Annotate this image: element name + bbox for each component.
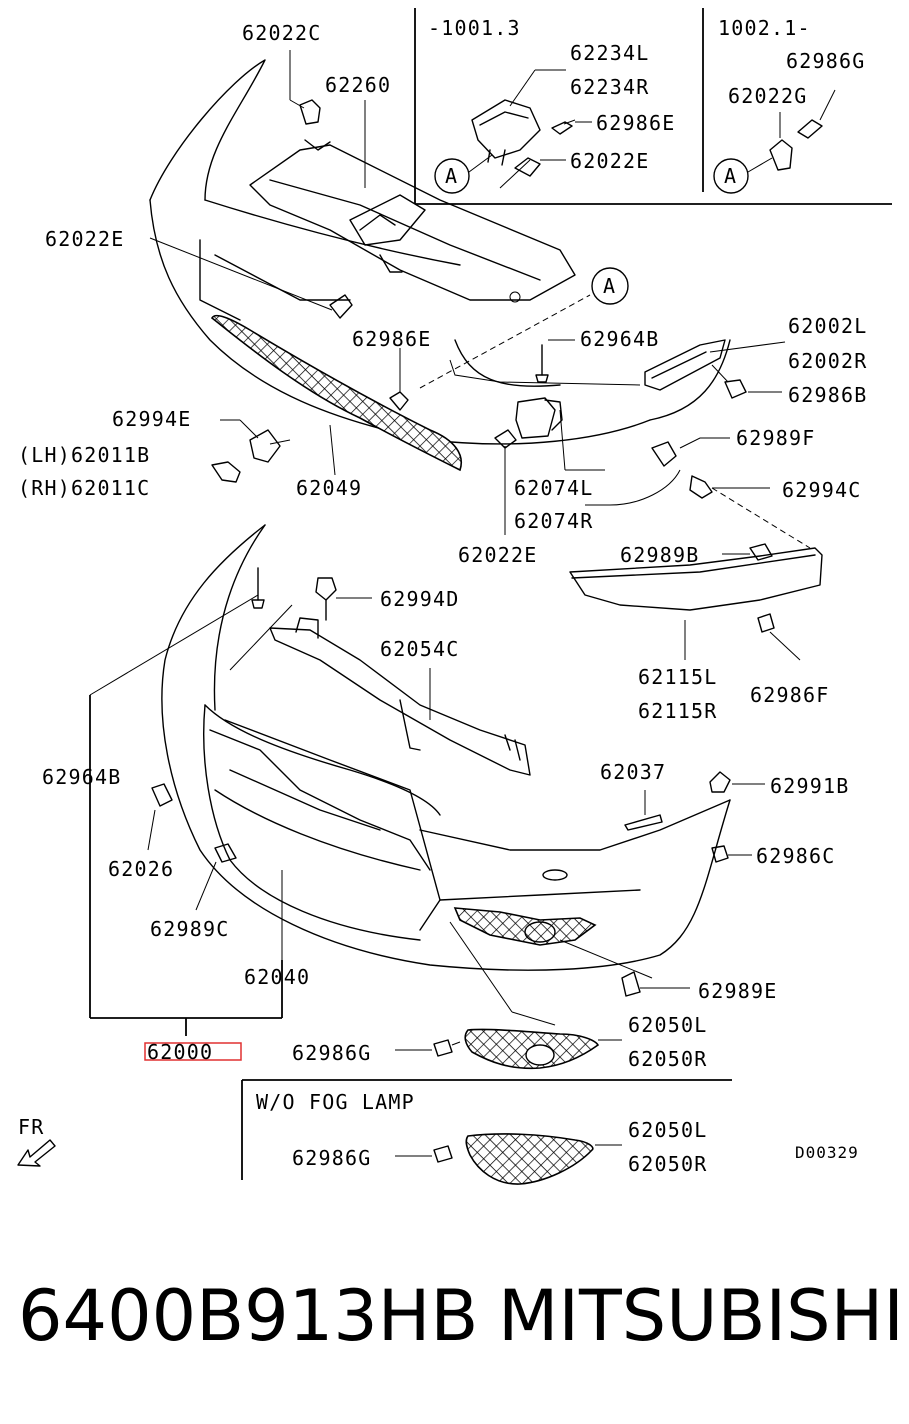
label-62000: 62000 <box>147 1040 213 1064</box>
label-62115R: 62115R <box>638 699 717 723</box>
lower-grille-area <box>209 729 431 871</box>
label-62011B: (LH)62011B <box>18 443 150 467</box>
label-62994C: 62994C <box>782 478 861 502</box>
label-fr: FR <box>18 1115 44 1139</box>
label-62074R: 62074R <box>514 509 593 533</box>
label-62040: 62040 <box>244 965 310 989</box>
label-62986E: 62986E <box>352 327 431 351</box>
inset-clip-62022E <box>499 157 566 189</box>
label-62964B-top: 62964B <box>580 327 659 351</box>
label-62986G-main: 62986G <box>292 1041 371 1065</box>
label-62234L: 62234L <box>570 41 649 65</box>
bolt-62994D <box>315 577 372 621</box>
label-62989E: 62989E <box>698 979 777 1003</box>
clip-62991B <box>709 771 765 793</box>
rivet-62964B-left <box>89 567 293 696</box>
screw-62986B <box>711 364 782 399</box>
nut-62989C <box>195 843 237 911</box>
label-62986G-wo: 62986G <box>292 1146 371 1170</box>
label-62002R: 62002R <box>788 349 867 373</box>
upper-grille-62049 <box>210 314 462 476</box>
label-62260: 62260 <box>325 73 391 97</box>
label-62050R-main: 62050R <box>628 1047 707 1071</box>
bolt-62994E <box>220 419 291 463</box>
clip-62022C <box>289 50 321 125</box>
front-arrow-icon <box>17 1139 56 1167</box>
cap-62026 <box>147 783 173 851</box>
label-62022E-inset: 62022E <box>570 149 649 173</box>
label-62011C: (RH)62011C <box>18 476 150 500</box>
label-62049: 62049 <box>296 476 362 500</box>
label-62234R: 62234R <box>570 75 649 99</box>
inset-left-ref: A <box>445 164 458 188</box>
assembly-bracket-62000 <box>89 695 283 1036</box>
label-62037: 62037 <box>600 760 666 784</box>
fog-grille-62050 <box>449 921 622 1070</box>
bolt-62994C <box>689 475 770 499</box>
label-62050R-wo: 62050R <box>628 1152 707 1176</box>
screw-62986E <box>389 348 409 411</box>
footer-brand: MITSUBISHI <box>498 1275 904 1357</box>
label-62991B: 62991B <box>770 774 849 798</box>
label-62989B: 62989B <box>620 543 699 567</box>
bracket-62002 <box>644 339 786 391</box>
highlight-box-62000 <box>144 1042 242 1061</box>
label-62989C: 62989C <box>150 917 229 941</box>
bracket-62011 <box>211 461 241 483</box>
molding-62037 <box>624 790 663 831</box>
reinforcement-62054C <box>269 617 531 776</box>
inset-bracket-62234 <box>471 69 566 166</box>
label-wo-fog-lamp: W/O FOG LAMP <box>256 1090 415 1114</box>
label-62986B: 62986B <box>788 383 867 407</box>
lip-spoiler-62115 <box>569 487 823 660</box>
label-62986C: 62986C <box>756 844 835 868</box>
screw-62986G-main <box>395 1039 461 1057</box>
bumper-cover-62040 <box>161 524 731 971</box>
label-62022C: 62022C <box>242 21 321 45</box>
label-62986F: 62986F <box>750 683 829 707</box>
label-62022G-inset: 62022G <box>728 84 807 108</box>
inset-left-range: -1001.3 <box>428 16 521 40</box>
clip-62022E-mid <box>494 429 517 535</box>
nut-62989F <box>651 437 730 467</box>
wo-fog-lamp-panel <box>241 1079 732 1185</box>
label-62002L: 62002L <box>788 314 867 338</box>
screw-62986F <box>757 613 801 661</box>
clip-62022E-upper <box>149 237 353 319</box>
label-62050L-main: 62050L <box>628 1013 707 1037</box>
inset-screw-62986G <box>797 89 836 139</box>
inset-panels <box>414 8 892 205</box>
footer-part-number: 6400B913HB <box>18 1275 478 1357</box>
upper-body-outline <box>149 59 731 445</box>
label-62074L: 62074L <box>514 476 593 500</box>
nut-62989B <box>722 543 773 561</box>
label-62994E: 62994E <box>112 407 191 431</box>
inset-screw-62986E <box>551 119 592 135</box>
label-62022E-mid: 62022E <box>458 543 537 567</box>
ref-marker-A: A <box>603 274 616 298</box>
rivet-62964B-top <box>535 339 575 383</box>
label-62986G-inset: 62986G <box>786 49 865 73</box>
label-62022E-top: 62022E <box>45 227 124 251</box>
label-62054C: 62054C <box>380 637 459 661</box>
radiator-support-62260 <box>249 100 576 303</box>
nut-62989E <box>559 939 690 997</box>
label-62986E-inset: 62986E <box>596 111 675 135</box>
bracket-62074 <box>515 397 605 471</box>
label-62989F: 62989F <box>736 426 815 450</box>
label-62026: 62026 <box>108 857 174 881</box>
screw-62986C <box>711 845 752 863</box>
label-diagram-code: D00329 <box>795 1143 859 1162</box>
inset-clip-62022G <box>769 112 793 171</box>
label-62050L-wo: 62050L <box>628 1118 707 1142</box>
inset-right-ref: A <box>724 164 737 188</box>
label-62964B-left: 62964B <box>42 765 121 789</box>
label-62115L: 62115L <box>638 665 717 689</box>
label-62994D: 62994D <box>380 587 459 611</box>
inset-right-range: 1002.1- <box>718 16 811 40</box>
diagram-labels: -1001.3 62234L 62234R 62986E 62022E A 10… <box>18 16 867 1176</box>
